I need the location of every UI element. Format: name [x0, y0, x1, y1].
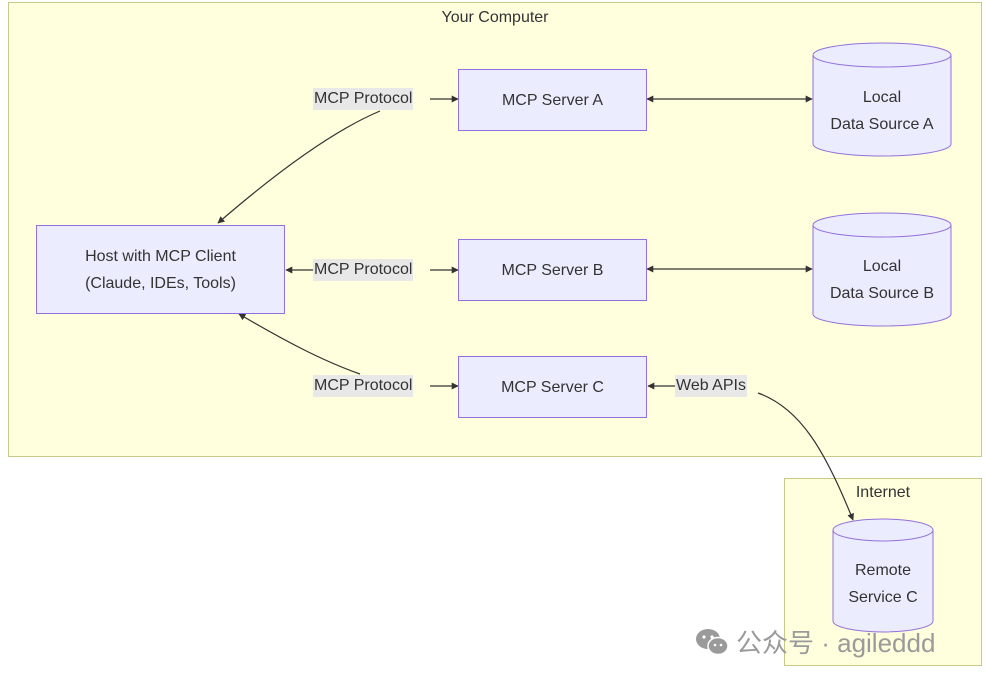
- data-source-b-line1: Local: [862, 258, 902, 275]
- edge-host-server-c-curve: [238, 313, 361, 375]
- data-source-b-cylinder: [812, 212, 952, 327]
- edge-label-host-server-c: MCP Protocol: [313, 375, 414, 397]
- mcp-server-a-label: MCP Server A: [501, 91, 604, 109]
- edge-label-host-server-b: MCP Protocol: [313, 259, 414, 281]
- mcp-server-c-node: MCP Server C: [458, 356, 647, 418]
- remote-service-c-line1: Remote: [854, 562, 912, 579]
- watermark-text: 公众号 · agileddd: [736, 628, 936, 658]
- edge-web-apis-remote-c: [757, 392, 854, 521]
- internet-cluster: Internet: [784, 478, 982, 666]
- watermark: 公众号 · agileddd: [694, 623, 935, 660]
- internet-label: Internet: [855, 484, 911, 501]
- mcp-server-b-node: MCP Server B: [458, 239, 647, 301]
- mcp-server-b-label: MCP Server B: [501, 261, 604, 279]
- data-source-a-line2: Data Source A: [830, 116, 934, 133]
- data-source-b-text: Local Data Source B: [813, 253, 951, 307]
- remote-service-c-text: Remote Service C: [833, 557, 933, 611]
- edge-label-web-apis: Web APIs: [675, 375, 747, 397]
- data-source-b-line2: Data Source B: [829, 285, 935, 302]
- mcp-server-a-node: MCP Server A: [458, 69, 647, 131]
- data-source-a-text: Local Data Source A: [813, 84, 951, 138]
- host-node: Host with MCP Client (Claude, IDEs, Tool…: [36, 225, 285, 314]
- your-computer-label: Your Computer: [441, 9, 549, 26]
- edge-host-server-a-curve: [217, 110, 381, 224]
- edge-label-host-server-a: MCP Protocol: [313, 88, 414, 110]
- remote-service-c-line2: Service C: [848, 589, 918, 606]
- host-node-line2: (Claude, IDEs, Tools): [85, 274, 236, 292]
- wechat-icon: [696, 628, 729, 655]
- mcp-server-c-label: MCP Server C: [501, 378, 604, 396]
- remote-service-c-cylinder: [832, 518, 934, 633]
- data-source-a-line1: Local: [862, 89, 902, 106]
- host-node-line1: Host with MCP Client: [85, 247, 236, 265]
- data-source-a-cylinder: [812, 42, 952, 157]
